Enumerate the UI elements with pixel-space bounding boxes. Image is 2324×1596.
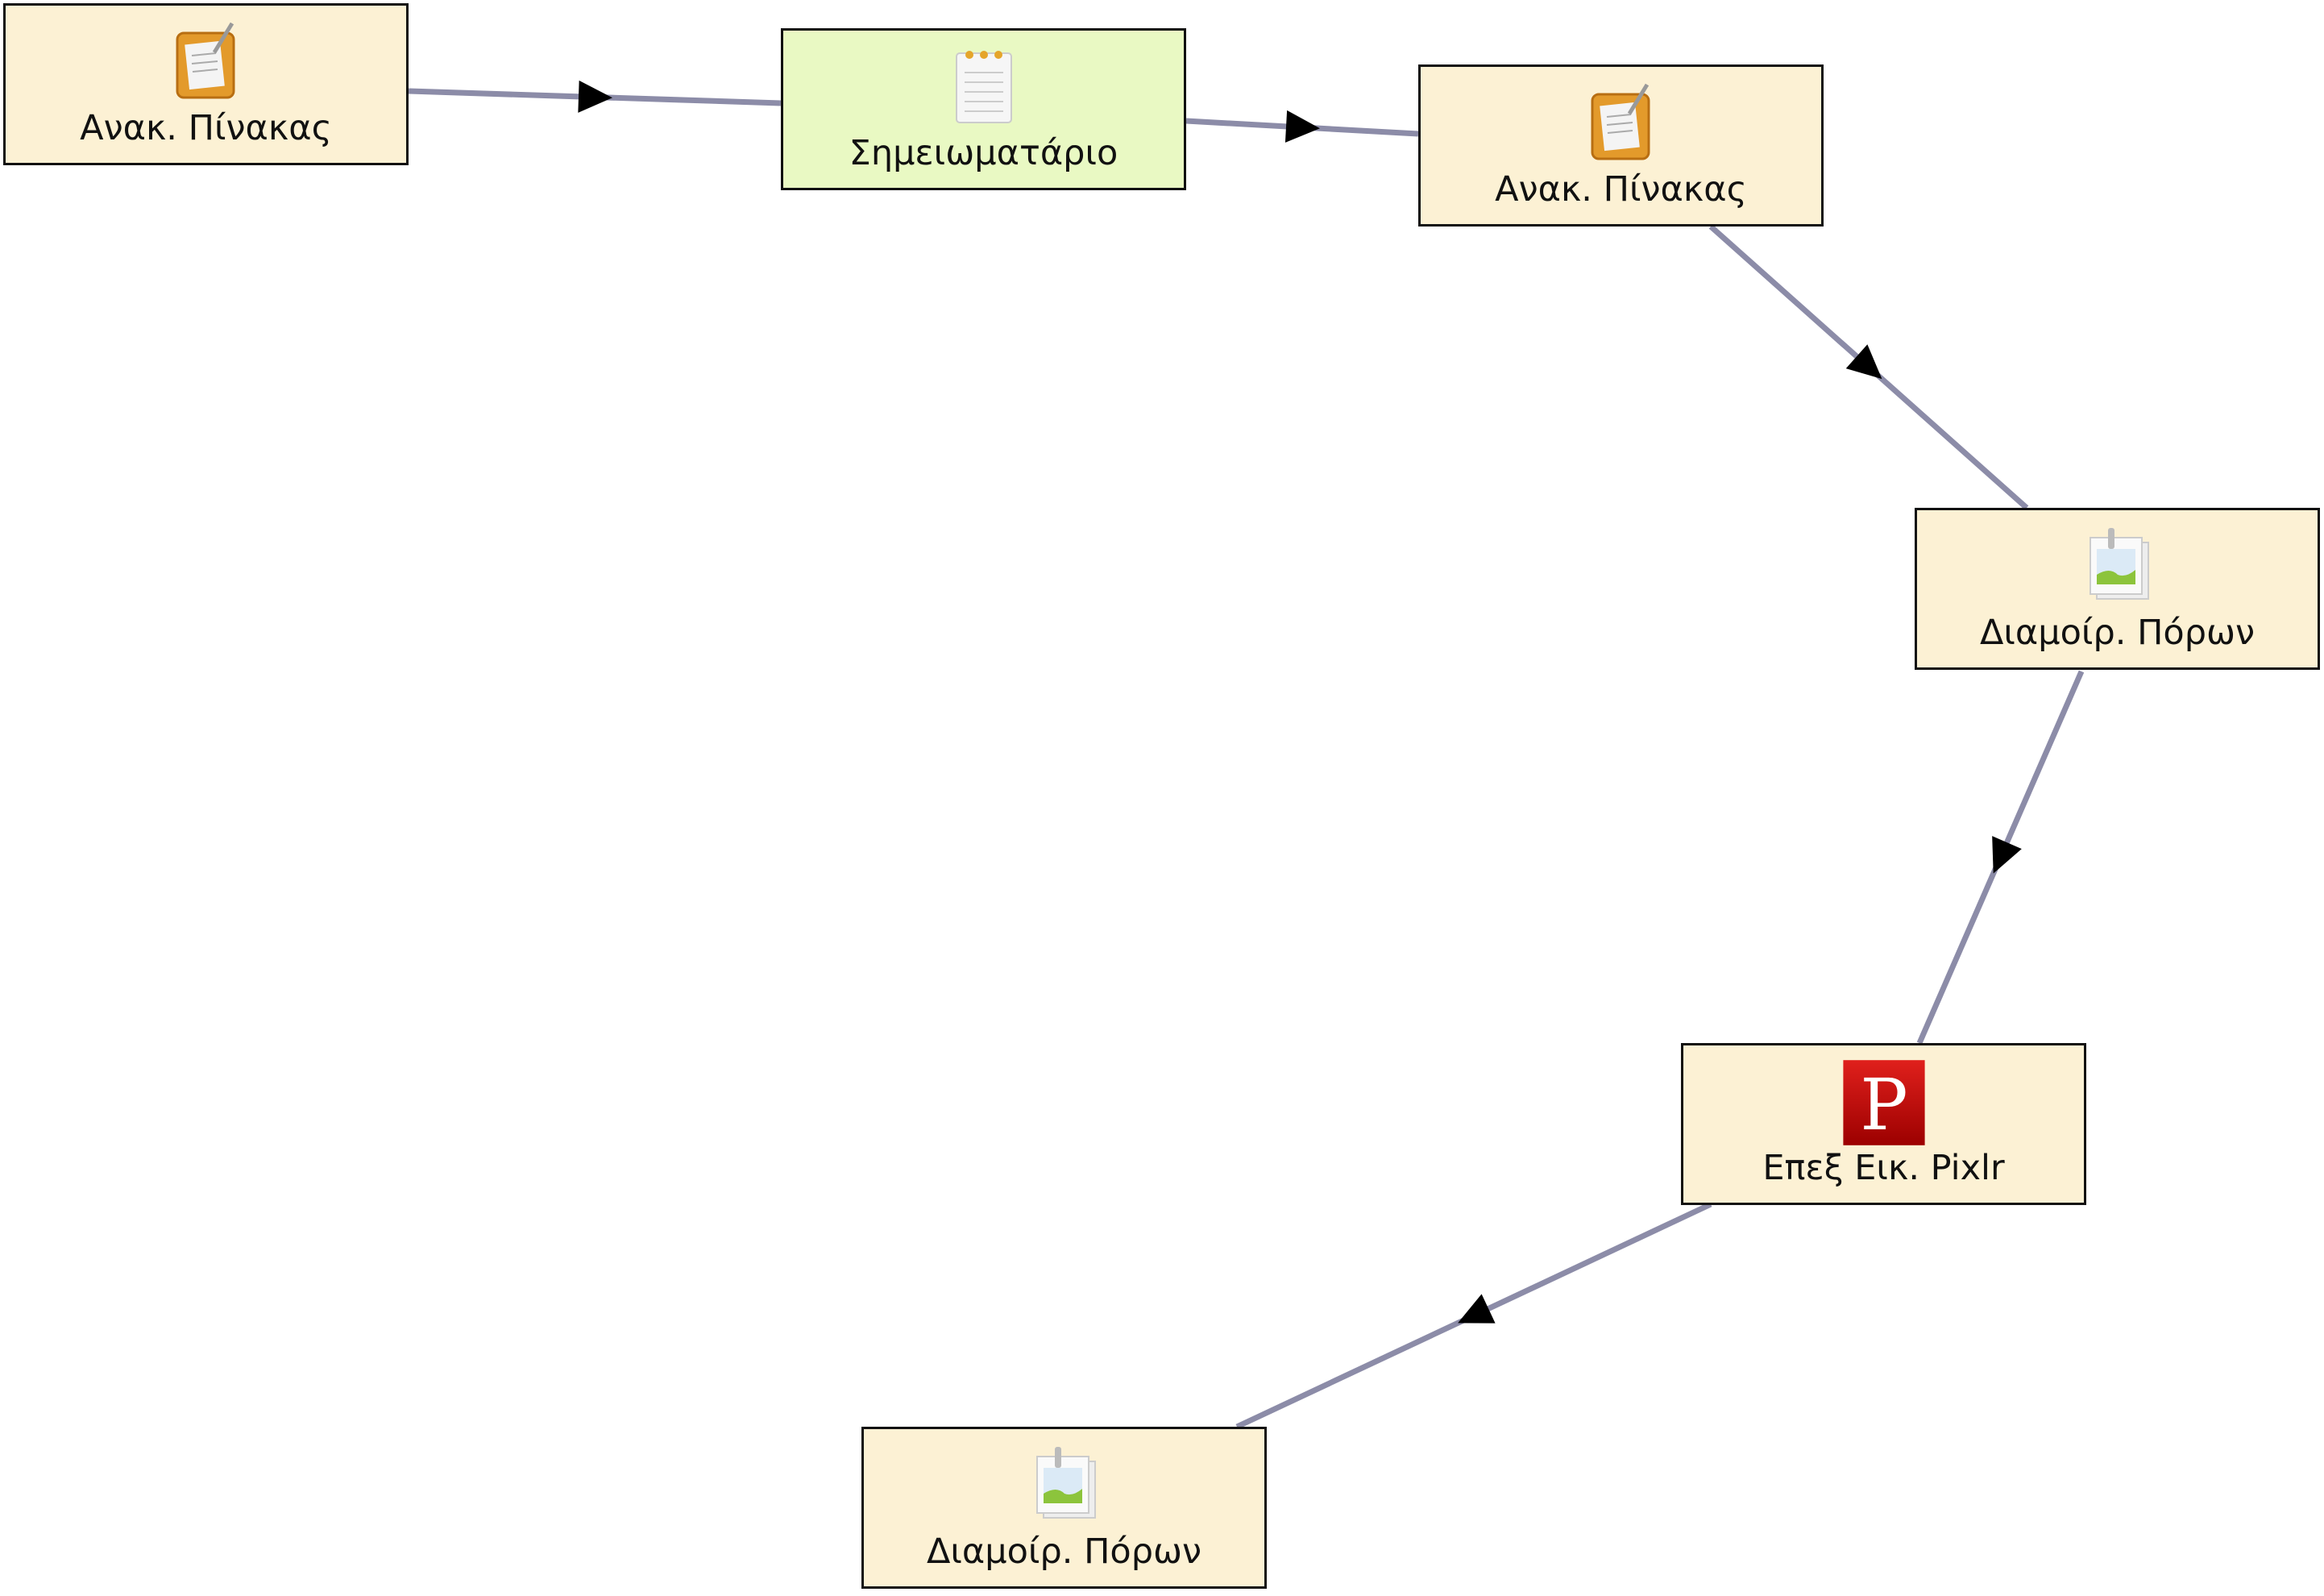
edge-arrowhead (1284, 110, 1320, 143)
node-label: Διαμοίρ. Πόρων (1979, 613, 2256, 653)
svg-text:P: P (1860, 1063, 1907, 1146)
node-share-2[interactable]: Διαμοίρ. Πόρων (861, 1427, 1267, 1589)
image-share-icon (2089, 528, 2149, 600)
edge-arrowhead (1458, 1294, 1496, 1324)
node-clipboard-2[interactable]: Ανακ. Πίνακας (1418, 64, 1824, 227)
edge-arrowhead (578, 80, 612, 113)
node-clipboard-1[interactable]: Ανακ. Πίνακας (3, 3, 409, 165)
clipboard-icon (176, 22, 234, 99)
node-label: Ανακ. Πίνακας (1495, 169, 1747, 210)
image-share-icon (1035, 1447, 1096, 1519)
node-notepad[interactable]: Σημειωματάριο (781, 28, 1186, 190)
notepad-icon (955, 51, 1012, 123)
node-label: Σημειωματάριο (849, 133, 1118, 173)
node-label: Ανακ. Πίνακας (80, 108, 332, 148)
node-pixlr[interactable]: P Επεξ Εικ. Pixlr (1681, 1043, 2086, 1205)
node-share-1[interactable]: Διαμοίρ. Πόρων (1915, 508, 2320, 670)
node-label: Επεξ Εικ. Pixlr (1762, 1148, 2005, 1188)
edge-arrowhead (1992, 836, 2022, 874)
clipboard-icon (1591, 83, 1650, 160)
edge-arrowhead (1845, 344, 1882, 380)
node-label: Διαμοίρ. Πόρων (926, 1532, 1202, 1572)
pixlr-icon: P (1842, 1060, 1925, 1146)
